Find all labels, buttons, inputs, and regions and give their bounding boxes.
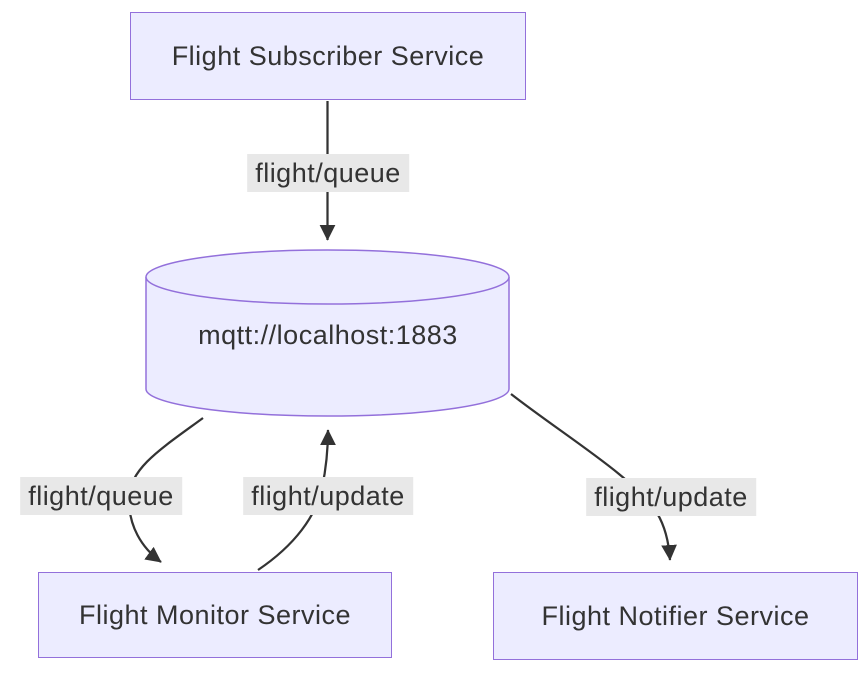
node-label: Flight Monitor Service (78, 599, 352, 630)
edge-label-flight-update-right: flight/update (586, 478, 756, 516)
node-flight-notifier-service: Flight Notifier Service (493, 572, 858, 660)
cylinder-body (145, 277, 510, 417)
node-label: Flight Subscriber Service (171, 40, 485, 71)
node-broker-label: mqtt://localhost:1883 (146, 313, 510, 357)
node-broker-cylinder (145, 249, 510, 417)
node-label: mqtt://localhost:1883 (198, 319, 458, 350)
edge-broker-to-notifier (510, 393, 677, 561)
edge-label-flight-queue-top: flight/queue (247, 154, 409, 192)
node-flight-monitor-service: Flight Monitor Service (38, 572, 392, 658)
node-label: Flight Notifier Service (541, 600, 810, 631)
cylinder-top-ellipse (145, 249, 510, 305)
edge-label-flight-update-middle: flight/update (243, 477, 413, 515)
edge-label-flight-queue-left: flight/queue (20, 477, 182, 515)
node-flight-subscriber-service: Flight Subscriber Service (130, 12, 526, 100)
